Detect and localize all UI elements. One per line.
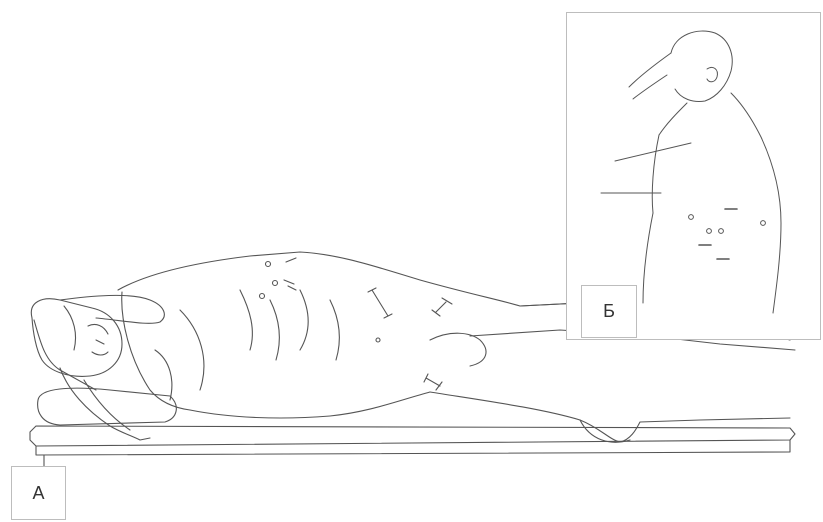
patient-head [31, 299, 122, 377]
patient-torso [118, 252, 640, 306]
lower-leg [430, 392, 790, 442]
lower-arm [60, 368, 150, 440]
inset-raised-arm [629, 53, 671, 99]
head-pillow [38, 388, 177, 425]
patient-hip [430, 333, 486, 366]
panel-label-b: Б [581, 285, 637, 338]
panel-label-a: А [11, 466, 66, 520]
inset-head [671, 31, 732, 101]
operating-table [30, 426, 795, 446]
